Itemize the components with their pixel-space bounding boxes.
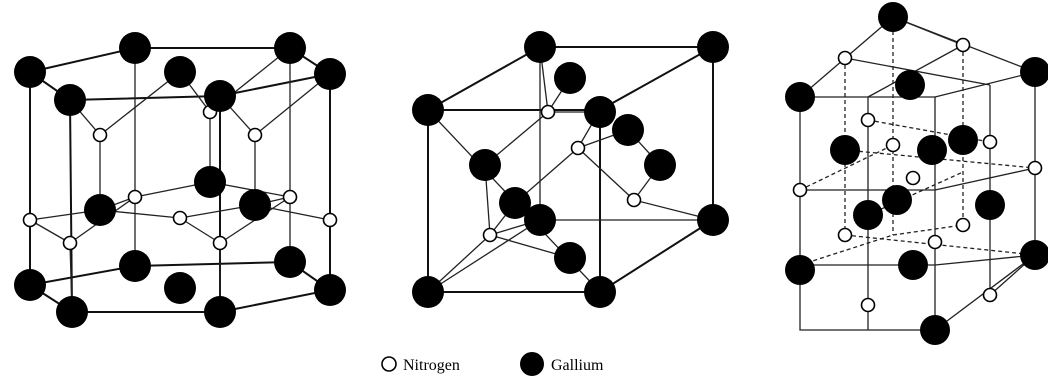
rocksalt-structure	[785, 2, 1048, 345]
wurtzite-gallium-atoms	[14, 32, 346, 328]
zincblende-gallium-atoms	[412, 31, 729, 308]
zincblende-nitrogen-atoms	[482, 104, 642, 243]
legend: Nitrogen Gallium	[381, 352, 604, 376]
nitrogen-legend-marker	[381, 356, 397, 372]
gallium-legend-label: Gallium	[551, 357, 604, 374]
gallium-legend-marker	[520, 352, 544, 376]
zincblende-structure	[412, 31, 729, 308]
nitrogen-legend-label: Nitrogen	[403, 357, 460, 374]
wurtzite-structure	[14, 32, 346, 328]
rocksalt-gallium-atoms	[785, 2, 1048, 345]
rocksalt-nitrogen-atoms	[792, 37, 1043, 313]
